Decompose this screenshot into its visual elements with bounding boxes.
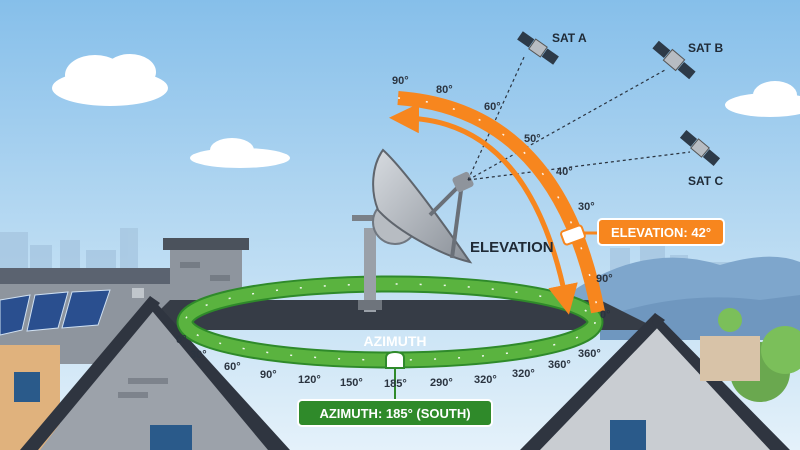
satellite-icon — [517, 31, 559, 65]
dish-mast — [364, 228, 376, 312]
elevation-label: ELEVATION — [470, 239, 554, 256]
elevation-tick-label: 90° — [392, 75, 409, 87]
azimuth-readout-badge: AZIMUTH: 185° (SOUTH) — [297, 399, 493, 427]
satellite-label: SAT C — [688, 174, 723, 188]
cloud-icon — [725, 81, 800, 117]
satellite-icon — [652, 40, 696, 80]
elevation-handle — [560, 224, 586, 246]
satellite-label: SAT B — [688, 41, 723, 55]
elevation-tick-label: 90° — [596, 273, 613, 285]
azimuth-tick-label: 150° — [340, 377, 363, 389]
azimuth-tick-label: 290° — [430, 377, 453, 389]
elevation-tick-label: 50° — [524, 133, 541, 145]
cloud-icon — [52, 54, 168, 106]
house-gable-right — [520, 313, 790, 450]
azimuth-tick-label: 90° — [260, 369, 277, 381]
elevation-tick-label: 80° — [436, 84, 453, 96]
azimuth-tick-label: 60° — [224, 361, 241, 373]
elevation-arc — [389, 91, 605, 315]
azimuth-tick-label: 185° — [384, 378, 407, 390]
elevation-tick-label: 60° — [484, 101, 501, 113]
satellite-label: SAT A — [552, 31, 587, 45]
elevation-tick-label: 0° — [600, 309, 611, 321]
azimuth-pointer — [385, 350, 405, 400]
azimuth-tick-label: 0° — [176, 334, 187, 346]
elevation-tick-label: 40° — [556, 166, 573, 178]
azimuth-tick-label: 320° — [474, 374, 497, 386]
mast-base — [358, 300, 382, 310]
azimuth-tick-label: 120° — [298, 374, 321, 386]
solar-panel-icon — [0, 289, 111, 336]
azimuth-tick-label: 360° — [578, 348, 601, 360]
elevation-readout: ELEVATION: 42° — [611, 225, 711, 240]
satellite-icon — [679, 130, 721, 166]
elevation-tick-label: 30° — [578, 201, 595, 213]
azimuth-tick-label: 360° — [548, 359, 571, 371]
cloud-icon — [190, 138, 290, 168]
neighbor-house-right — [700, 336, 760, 381]
azimuth-readout: AZIMUTH: 185° (SOUTH) — [319, 406, 470, 421]
elevation-readout-badge: ELEVATION: 42° — [584, 218, 725, 246]
azimuth-tick-label: 320° — [512, 368, 535, 380]
azimuth-label: AZIMUTH — [364, 333, 427, 349]
azimuth-tick-label: 30° — [190, 349, 207, 361]
